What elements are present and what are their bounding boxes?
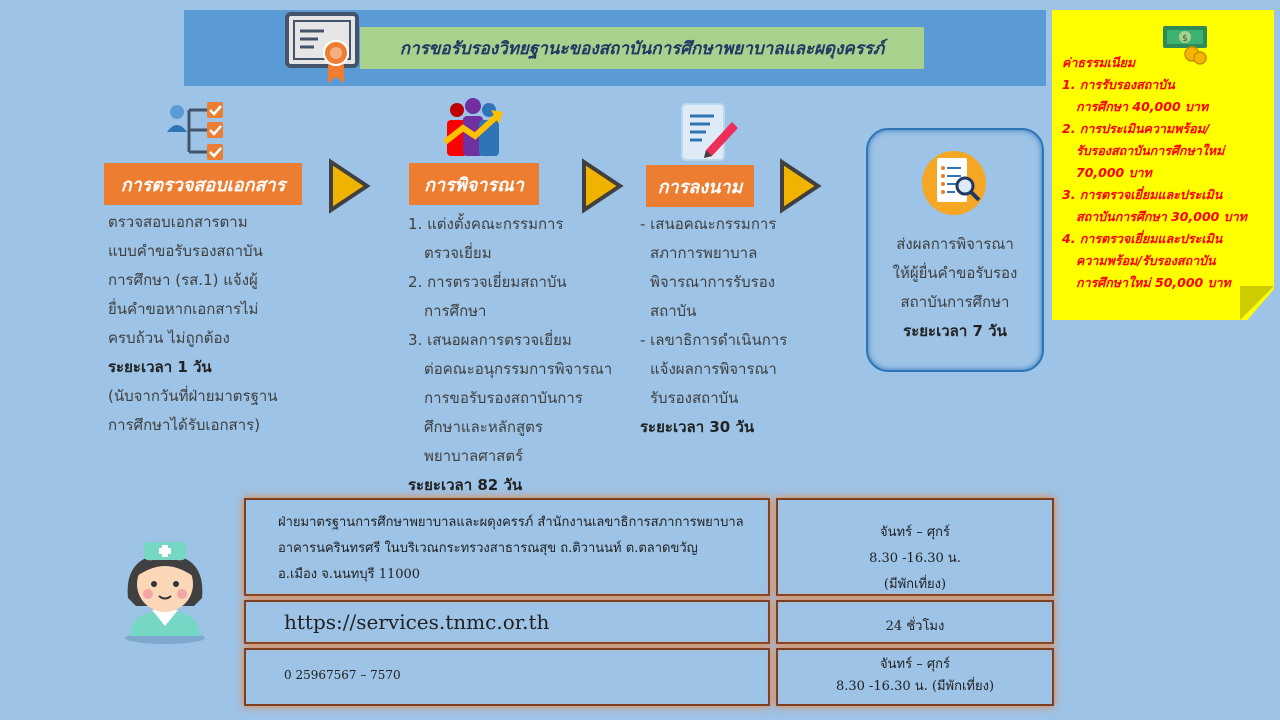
text-line: การขอรับรองสถาบันการ — [424, 389, 583, 407]
fee-line: การศึกษา 40,000 บาท — [1076, 99, 1209, 114]
step-2-duration: ระยะเวลา 82 วัน — [408, 476, 523, 494]
fee-line: ความพร้อม/รับรองสถาบัน — [1076, 253, 1216, 268]
text-line: ครบถ้วน ไม่ถูกต้อง — [108, 329, 230, 347]
contact-table: ฝ่ายมาตรฐานการศึกษาพยาบาลและผดุงครรภ์ สำ… — [242, 496, 1056, 708]
text-line: ต่อคณะอนุกรรมการพิจารณา — [424, 360, 613, 378]
svg-text:$: $ — [1182, 34, 1188, 44]
checklist-icon — [163, 98, 227, 162]
hours-line: 8.30 -16.30 น. — [869, 551, 961, 566]
step-label-document-check: การตรวจสอบเอกสาร — [104, 163, 302, 205]
document-pen-icon — [676, 100, 740, 164]
address-line: อาคารนครินทรศรี ในบริเวณกระทรวงสาธารณสุข… — [278, 541, 698, 556]
money-icon: $ — [1160, 22, 1210, 66]
text-line: แบบคำขอรับรองสถาบัน — [108, 242, 263, 260]
text-line: (นับจากวันที่ฝ่ายมาตรฐาน — [108, 387, 278, 405]
text-line: 1. แต่งตั้งคณะกรรมการ — [408, 215, 564, 233]
text-line: - เลขาธิการดำเนินการ — [640, 331, 788, 349]
step-label-signing: การลงนาม — [646, 165, 754, 207]
text-line: พิจารณาการรับรอง — [650, 273, 776, 291]
office-hours: จันทร์ – ศุกร์ 8.30 -16.30 น. (มีพักเที่… — [776, 498, 1054, 596]
team-growth-icon — [441, 96, 505, 160]
text-line: 2. การตรวจเยี่ยมสถาบัน — [408, 273, 567, 291]
website-hours: 24 ชั่วโมง — [776, 600, 1054, 644]
text-line: ตรวจสอบเอกสารตาม — [108, 213, 248, 231]
fee-note — [1052, 10, 1274, 320]
result-description: ส่งผลการพิจารณา ให้ผู้ยื่นคำขอรับรอง สถา… — [880, 230, 1030, 346]
text-line: แจ้งผลการพิจารณา — [650, 360, 777, 378]
step-3-duration: ระยะเวลา 30 วัน — [640, 418, 755, 436]
text-line: การศึกษา (รส.1) แจ้งผู้ — [108, 271, 258, 289]
fee-line: 2. การประเมินความพร้อม/ — [1062, 121, 1210, 136]
hours-line: จันทร์ – ศุกร์ — [880, 657, 950, 672]
arrow-right-icon — [327, 158, 371, 214]
text-line: สถาบัน — [650, 302, 697, 320]
step-1-duration: ระยะเวลา 1 วัน — [108, 358, 212, 376]
text-line: ศึกษาและหลักสูตร — [424, 418, 543, 436]
hours-line: 8.30 -16.30 น. (มีพักเที่ยง) — [835, 679, 995, 694]
fee-line: 4. การตรวจเยี่ยมและประเมิน — [1062, 231, 1223, 246]
website-link[interactable]: https://services.tnmc.or.th — [244, 600, 770, 644]
contact-address: ฝ่ายมาตรฐานการศึกษาพยาบาลและผดุงครรภ์ สำ… — [244, 498, 770, 596]
arrow-right-icon — [580, 158, 624, 214]
step-label-consideration: การพิจารณา — [409, 163, 539, 205]
text-line: ส่งผลการพิจารณา — [896, 235, 1014, 253]
report-search-icon — [917, 150, 991, 216]
step-1-description: ตรวจสอบเอกสารตาม แบบคำขอรับรองสถาบัน การ… — [108, 208, 308, 440]
text-line: - เสนอคณะกรรมการ — [640, 215, 777, 233]
hours-line: จันทร์ – ศุกร์ — [880, 525, 950, 540]
phone-hours: จันทร์ – ศุกร์ 8.30 -16.30 น. (มีพักเที่… — [776, 648, 1054, 706]
text-line: ยื่นคำขอหากเอกสารไม่ — [108, 300, 259, 318]
arrow-right-icon — [778, 158, 822, 214]
fee-line: 3. การตรวจเยี่ยมและประเมิน — [1062, 187, 1223, 202]
hours-line: (มีพักเที่ยง) — [883, 577, 947, 592]
nurse-icon — [112, 536, 218, 646]
text-line: สถาบันการศึกษา — [900, 293, 1010, 311]
fee-text: ค่าธรรมเนียม 1. การรับรองสถาบัน การศึกษา… — [1062, 52, 1268, 294]
text-line: พยาบาลศาสตร์ — [424, 447, 524, 465]
fee-line: รับรองสถาบันการศึกษาใหม่ — [1076, 143, 1225, 158]
text-line: ให้ผู้ยื่นคำขอรับรอง — [892, 264, 1018, 282]
text-line: รับรองสถาบัน — [650, 389, 739, 407]
result-duration: ระยะเวลา 7 วัน — [903, 322, 1007, 340]
fee-line: 1. การรับรองสถาบัน — [1062, 77, 1175, 92]
text-line: การศึกษา — [424, 302, 487, 320]
text-line: การศึกษาได้รับเอกสาร) — [108, 416, 261, 434]
text-line: 3. เสนอผลการตรวจเยี่ยม — [408, 331, 572, 349]
fee-heading: ค่าธรรมเนียม — [1062, 55, 1136, 70]
address-line: อ.เมือง จ.นนทบุรี 11000 — [278, 567, 421, 582]
fee-line: สถาบันการศึกษา 30,000 บาท — [1076, 209, 1247, 224]
fee-line: การศึกษาใหม่ 50,000 บาท — [1076, 275, 1231, 290]
step-2-description: 1. แต่งตั้งคณะกรรมการ ตรวจเยี่ยม 2. การต… — [408, 210, 628, 500]
result-box — [866, 128, 1044, 372]
text-line: ตรวจเยี่ยม — [424, 244, 492, 262]
fee-line: 70,000 บาท — [1076, 165, 1152, 180]
certificate-icon — [284, 11, 360, 85]
page-title: การขอรับรองวิทยฐานะของสถาบันการศึกษาพยาบ… — [360, 27, 924, 69]
address-line: ฝ่ายมาตรฐานการศึกษาพยาบาลและผดุงครรภ์ สำ… — [278, 515, 744, 530]
step-3-description: - เสนอคณะกรรมการ สภาการพยาบาล พิจารณาการ… — [640, 210, 810, 442]
text-line: สภาการพยาบาล — [650, 244, 758, 262]
phone-number[interactable]: 0 25967567 – 7570 — [244, 648, 770, 706]
